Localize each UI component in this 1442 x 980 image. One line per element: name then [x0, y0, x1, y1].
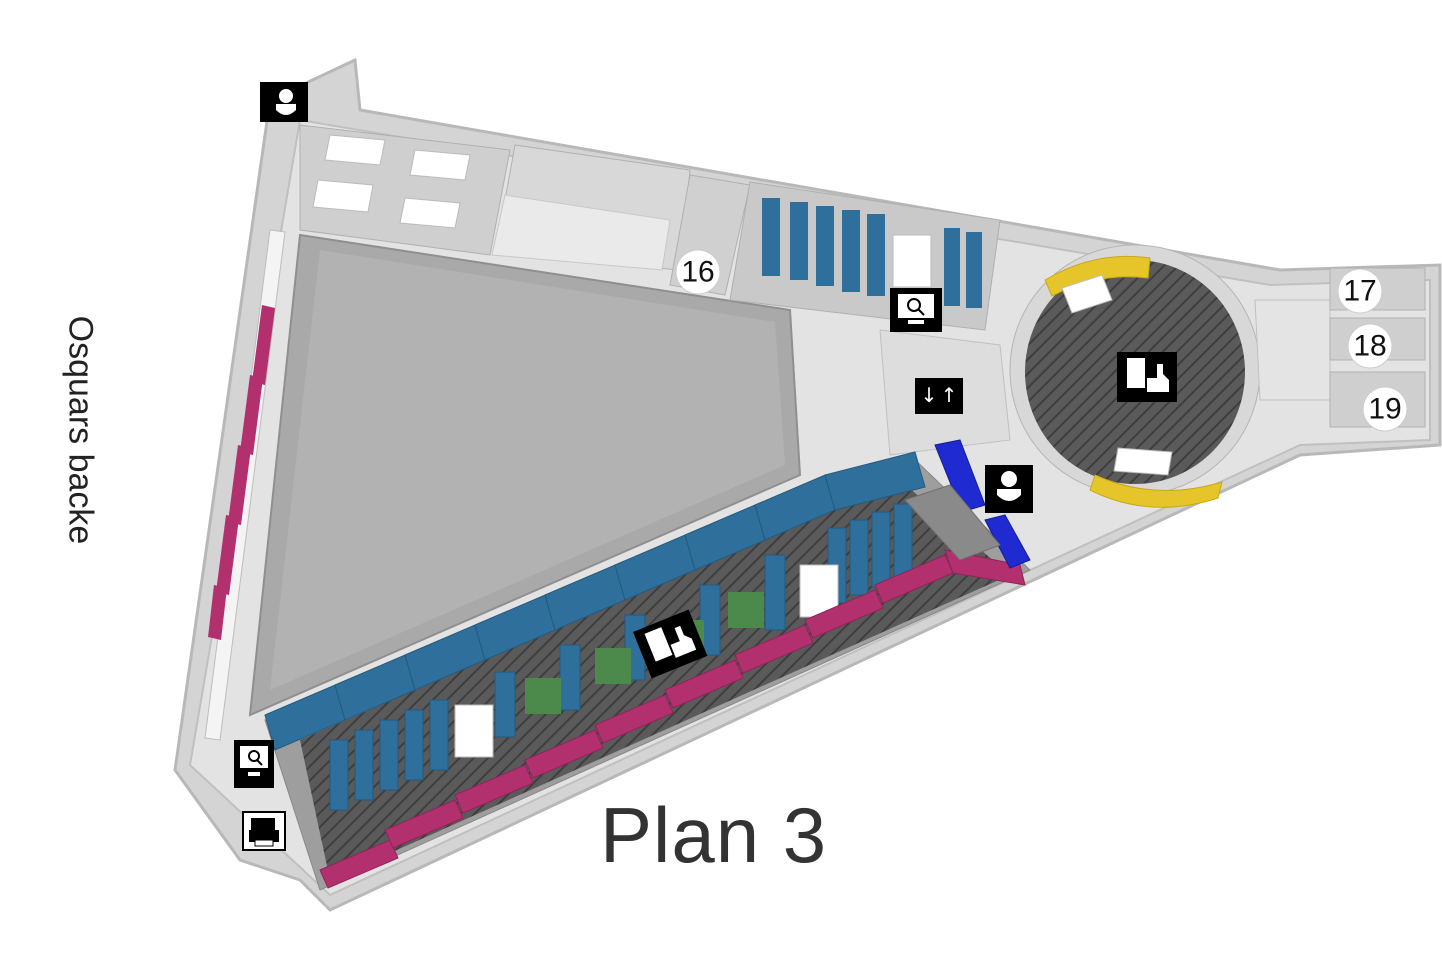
svg-text:19: 19	[1368, 393, 1401, 426]
west-seating	[208, 305, 275, 640]
nw-tables	[312, 134, 471, 229]
south-shelves-row	[264, 451, 926, 751]
north-shelves	[762, 198, 982, 308]
reading-room-icon[interactable]	[1117, 352, 1177, 402]
north-room-1-inner	[491, 194, 671, 271]
room-badge-17[interactable]: 17	[1337, 268, 1383, 314]
south-seating	[319, 549, 1026, 889]
toilet-icon[interactable]	[985, 465, 1033, 513]
rotunda-bench-south	[1089, 474, 1223, 508]
east-stair	[1254, 299, 1331, 401]
sofas	[934, 439, 1031, 569]
rotunda-table-south	[1113, 447, 1173, 476]
toilet-icon[interactable]	[260, 82, 308, 122]
rotunda-table-north	[1061, 274, 1113, 314]
svg-text:↑: ↑	[941, 383, 958, 407]
plan-title: Plan 3	[600, 791, 828, 879]
search-computer-icon[interactable]	[890, 288, 942, 332]
elevator-icon[interactable]: ↓ ↑	[915, 378, 963, 414]
search-computer-icon[interactable]	[234, 740, 274, 788]
atrium-inner	[270, 250, 785, 690]
north-table	[892, 234, 932, 288]
printer-icon[interactable]	[242, 811, 286, 851]
street-label: Osquars backe	[61, 315, 100, 545]
svg-text:17: 17	[1343, 275, 1376, 308]
room-badge-16[interactable]: 16	[675, 249, 721, 295]
room-badge-18[interactable]: 18	[1347, 323, 1393, 369]
svg-text:16: 16	[681, 256, 714, 289]
room-badge-19[interactable]: 19	[1362, 386, 1408, 432]
svg-text:↓: ↓	[921, 383, 938, 407]
stairs	[904, 484, 1001, 561]
reading-room-icon[interactable]	[633, 609, 708, 679]
svg-text:18: 18	[1353, 330, 1386, 363]
